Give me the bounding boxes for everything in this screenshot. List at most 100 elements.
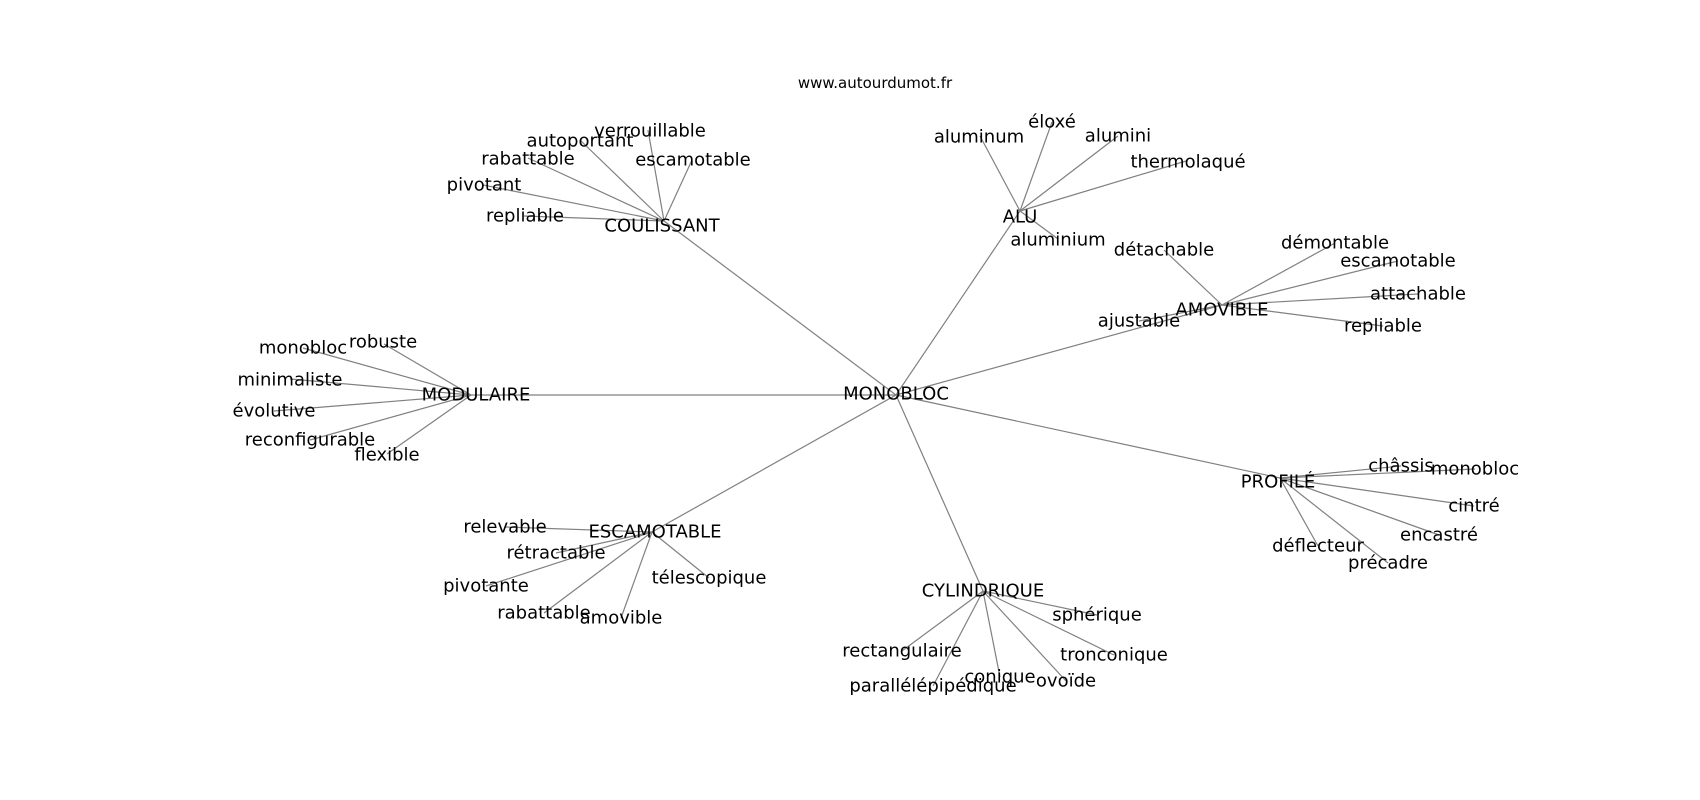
hub-label-modulaire: MODULAIRE — [422, 385, 531, 406]
edge-cylindrique-0 — [982, 590, 1098, 616]
edge-amovible-0 — [1221, 242, 1336, 306]
edge-escamotable-2 — [651, 531, 710, 579]
hub-label-profile: PROFILÉ — [1241, 471, 1316, 493]
edge-modulaire-3 — [273, 394, 472, 412]
center-node-label: MONOBLOC — [843, 384, 949, 405]
word-label-amovible-5: repliable — [1344, 316, 1422, 337]
edge-alu-0 — [979, 135, 1021, 212]
word-label-alu-2: alumini — [1085, 126, 1151, 147]
edge-coulissant-4 — [482, 184, 665, 222]
edge-center-profile — [895, 394, 1281, 479]
word-label-coulissant-3: escamotable — [635, 150, 751, 171]
edge-profile-1 — [1279, 468, 1476, 479]
word-label-cylindrique-5: parallélépipédique — [849, 676, 1016, 697]
edge-amovible-2 — [1221, 260, 1399, 306]
edge-amovible-3 — [1221, 293, 1419, 306]
graph-edges — [273, 121, 1476, 687]
word-label-profile-5: précadre — [1348, 553, 1428, 574]
edge-profile-0 — [1279, 465, 1402, 479]
word-label-profile-0: châssis — [1368, 456, 1433, 477]
edge-coulissant-5 — [523, 215, 665, 222]
edge-profile-5 — [1279, 477, 1389, 564]
edge-cylindrique-5 — [932, 590, 984, 687]
word-label-escamotable-0: relevable — [463, 517, 546, 538]
word-label-cylindrique-1: rectangulaire — [842, 641, 961, 662]
word-label-amovible-2: escamotable — [1340, 251, 1456, 272]
hub-label-escamotable: ESCAMOTABLE — [588, 522, 721, 543]
word-label-alu-0: aluminum — [934, 127, 1024, 148]
edge-escamotable-4 — [543, 531, 653, 614]
word-label-modulaire-3: évolutive — [233, 401, 316, 422]
word-label-coulissant-4: pivotant — [447, 175, 522, 196]
word-label-escamotable-5: amovible — [580, 608, 663, 629]
word-label-cylindrique-2: tronconique — [1060, 645, 1168, 666]
word-label-modulaire-0: robuste — [349, 332, 417, 353]
word-label-modulaire-2: minimaliste — [237, 370, 342, 391]
edge-escamotable-0 — [504, 526, 653, 533]
hub-label-alu: ALU — [1003, 207, 1038, 228]
word-label-escamotable-1: rétractable — [506, 543, 605, 564]
word-label-cylindrique-4: ovoïde — [1036, 671, 1096, 692]
word-label-coulissant-5: repliable — [486, 206, 564, 227]
word-label-alu-4: aluminium — [1010, 230, 1105, 251]
edge-amovible-4 — [1138, 304, 1223, 322]
word-label-cylindrique-3: conique — [964, 667, 1035, 688]
edge-alu-1 — [1019, 121, 1053, 212]
edge-escamotable-3 — [485, 531, 653, 587]
edge-amovible-1 — [1163, 249, 1223, 306]
word-label-alu-3: thermolaqué — [1130, 152, 1245, 173]
edge-amovible-5 — [1221, 304, 1384, 327]
edge-modulaire-0 — [383, 343, 472, 396]
word-label-amovible-3: attachable — [1370, 284, 1466, 305]
edge-alu-2 — [1019, 135, 1119, 212]
word-label-coulissant-0: verrouillable — [594, 121, 706, 142]
edge-coulissant-3 — [663, 159, 693, 222]
edge-profile-4 — [1279, 477, 1319, 547]
site-url: www.autourdumot.fr — [798, 74, 953, 92]
word-label-modulaire-4: reconfigurable — [245, 430, 376, 451]
word-label-profile-3: encastré — [1400, 525, 1478, 546]
edge-cylindrique-1 — [901, 590, 984, 652]
word-label-escamotable-4: rabattable — [497, 603, 591, 624]
word-label-profile-2: cintré — [1448, 496, 1499, 517]
word-label-escamotable-2: télescopique — [652, 568, 767, 589]
hub-label-cylindrique: CYLINDRIQUE — [922, 581, 1044, 602]
word-label-amovible-1: détachable — [1114, 240, 1214, 261]
word-label-profile-4: déflecteur — [1272, 536, 1364, 557]
edge-cylindrique-2 — [982, 590, 1115, 656]
edge-coulissant-2 — [527, 157, 665, 222]
hub-label-coulissant: COULISSANT — [604, 216, 720, 237]
edge-cylindrique-4 — [982, 590, 1067, 682]
edge-escamotable-1 — [555, 531, 653, 554]
edge-coulissant-1 — [579, 139, 665, 222]
edge-coulissant-0 — [647, 129, 665, 222]
word-label-coulissant-2: rabattable — [481, 149, 575, 170]
edge-cylindrique-3 — [982, 590, 1001, 678]
word-label-amovible-0: démontable — [1281, 233, 1389, 254]
edge-alu-4 — [1019, 210, 1059, 240]
edge-center-amovible — [895, 304, 1223, 396]
edge-alu-3 — [1019, 160, 1187, 212]
edge-center-cylindrique — [895, 394, 984, 592]
graph-labels: MONOBLOC COULISSANT verrouillableautoporta… — [233, 112, 1520, 697]
word-label-escamotable-3: pivotante — [443, 576, 529, 597]
word-label-coulissant-1: autoportant — [527, 131, 634, 152]
edge-center-alu — [895, 210, 1021, 396]
word-label-alu-1: éloxé — [1028, 112, 1076, 133]
word-label-profile-1: monobloc — [1431, 459, 1519, 480]
edge-modulaire-1 — [302, 347, 472, 396]
edge-profile-3 — [1279, 477, 1440, 536]
edge-center-coulissant — [663, 220, 897, 396]
word-label-modulaire-5: flexible — [354, 445, 419, 466]
word-label-cylindrique-0: sphérique — [1052, 605, 1142, 626]
word-label-modulaire-1: monobloc — [259, 338, 347, 359]
word-label-amovible-4: ajustable — [1098, 311, 1180, 332]
edge-modulaire-5 — [386, 394, 472, 455]
edge-profile-2 — [1279, 477, 1475, 507]
edge-modulaire-4 — [309, 394, 472, 441]
edge-center-escamotable — [651, 394, 897, 533]
hub-label-amovible: AMOVIBLE — [1175, 300, 1268, 321]
edge-modulaire-2 — [289, 378, 472, 396]
edge-escamotable-5 — [620, 531, 653, 619]
